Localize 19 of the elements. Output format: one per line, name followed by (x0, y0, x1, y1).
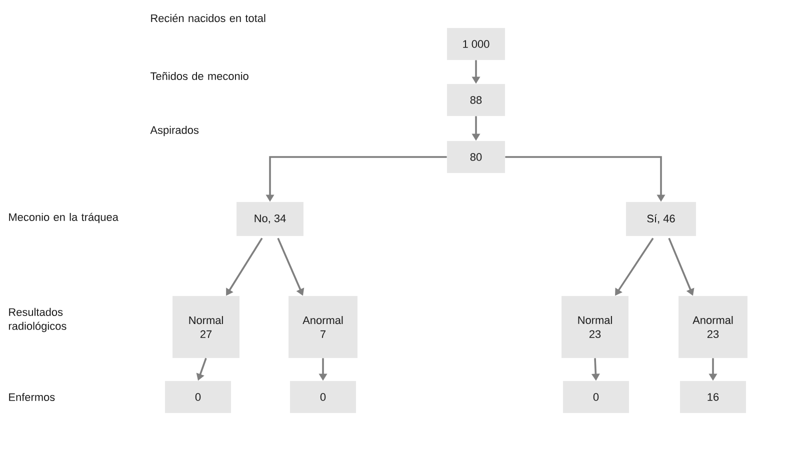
count-box: 0 (563, 381, 629, 413)
row-label: Teñidos de meconio (150, 72, 248, 80)
count-box: 1 000 (447, 28, 505, 60)
count-box: Anormal 7 (288, 296, 358, 358)
count-box: 16 (680, 381, 746, 413)
count-box: Sí, 46 (626, 202, 696, 236)
row-label: Recién nacidos en total (151, 14, 266, 22)
count-box: 0 (165, 381, 231, 413)
count-box: Normal 23 (562, 296, 628, 358)
row-label: Aspirados (150, 126, 199, 136)
count-box: No, 34 (236, 202, 304, 236)
count-box: 80 (447, 141, 505, 173)
row-label: Enfermos (9, 392, 55, 401)
count-box: 0 (290, 381, 356, 413)
count-box: 88 (447, 84, 505, 116)
row-label: Resultados radiológicos (8, 308, 66, 332)
count-box: Anormal 23 (678, 296, 748, 358)
row-label: Meconio en la tráquea (9, 212, 118, 224)
count-box: Normal 27 (172, 296, 240, 358)
